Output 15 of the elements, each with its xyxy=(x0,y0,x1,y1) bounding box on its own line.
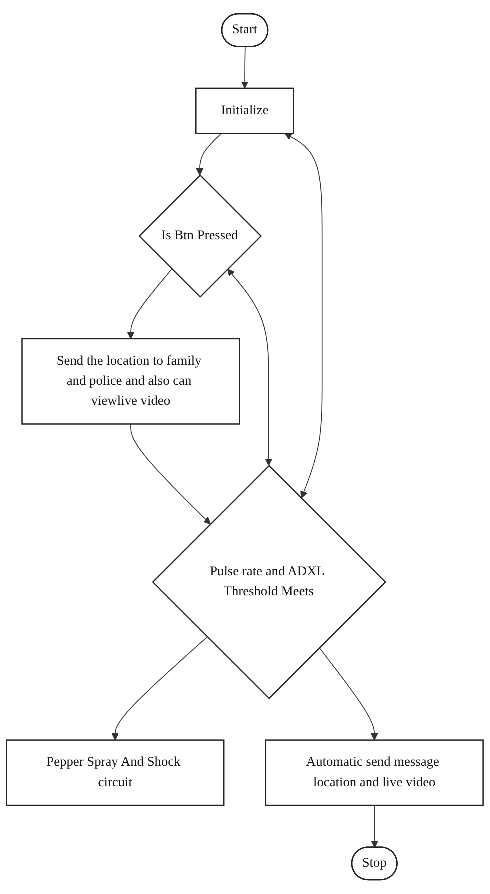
arrow xyxy=(112,636,208,741)
node-diamond: Is Btn Pressed xyxy=(138,174,262,298)
node-box: Send the location to family and police and also can viewlive video xyxy=(22,338,240,425)
arrow xyxy=(319,648,378,741)
arrow xyxy=(371,805,379,848)
node-box: Initialize xyxy=(196,88,294,134)
node-box: Pepper Spray And Shock circuit xyxy=(6,740,225,806)
arrow xyxy=(241,46,249,89)
arrow xyxy=(196,133,222,176)
node-diamond: Pulse rate and ADXL Threshold Meets xyxy=(152,465,386,700)
arrow xyxy=(284,133,323,499)
arrow xyxy=(127,268,172,340)
node-box: Automatic send message location and live video xyxy=(265,740,484,806)
arrow xyxy=(130,424,211,525)
arrow xyxy=(227,268,273,466)
